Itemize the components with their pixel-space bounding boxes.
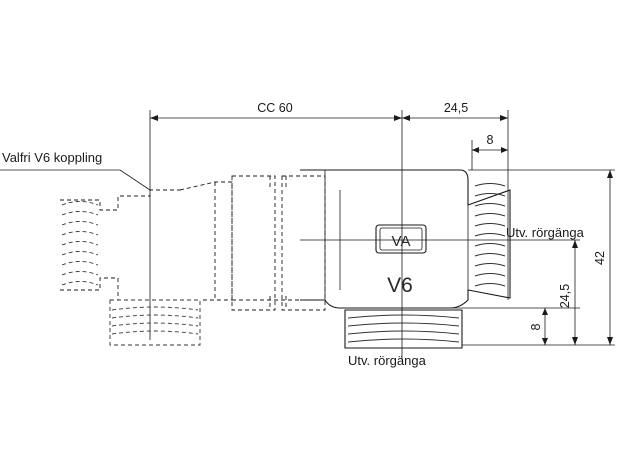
dimension-side-length: 24,5	[402, 101, 508, 121]
dimension-cc: CC 60	[150, 101, 402, 121]
va-logo: VA	[375, 224, 427, 254]
body-mark: V6	[387, 274, 413, 297]
logo-text: VA	[392, 233, 411, 250]
connector-label: Valfri V6 koppling	[2, 150, 102, 165]
dimension-overall-height: 42	[593, 170, 613, 345]
dim-thread-length-label: 8	[487, 133, 494, 147]
reference-lines	[149, 110, 615, 360]
optional-coupling	[60, 175, 326, 346]
valve-body	[300, 169, 511, 349]
dimension-bottom-thread: 8	[529, 308, 548, 345]
dimension-axis-height: 24,5	[558, 240, 578, 345]
connector-callout: Valfri V6 koppling	[0, 150, 151, 191]
dim-side-length-label: 24,5	[444, 101, 468, 115]
dim-bottom-thread-label: 8	[529, 323, 543, 330]
side-thread-label: Utv. rörgänga	[506, 225, 585, 240]
dim-axis-height-label: 24,5	[558, 284, 572, 308]
dimension-thread-length: 8	[472, 133, 508, 153]
bottom-thread-label: Utv. rörgänga	[348, 353, 427, 368]
dim-cc-label: CC 60	[257, 101, 292, 115]
dim-overall-height-label: 42	[593, 251, 607, 265]
